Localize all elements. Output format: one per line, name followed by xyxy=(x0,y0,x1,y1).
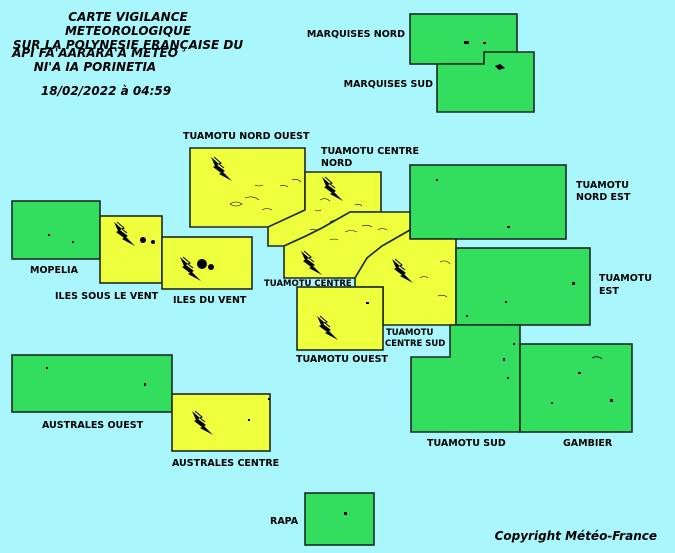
zone-tuamotu-sud[interactable] xyxy=(410,324,521,433)
zone-tuamotu-nord-ouest[interactable] xyxy=(189,147,306,228)
label-tuamotu-nord-est-2: NORD EST xyxy=(576,192,631,203)
zone-australes-centre[interactable] xyxy=(171,393,271,452)
label-tuamotu-nord-est-1: TUAMOTU xyxy=(576,180,629,191)
title-tahitian: API FA'AARARA'A METEO NI'A IA PORINETIA xyxy=(6,46,184,74)
title-french: CARTE VIGILANCE METEOROLOGIQUE SUR LA PO… xyxy=(6,10,250,52)
label-mopelia: MOPELIA xyxy=(30,265,79,276)
label-tuamotu-est-1: TUAMOTU xyxy=(599,273,652,284)
label-tuamotu-nord-ouest: TUAMOTU NORD OUEST xyxy=(183,131,310,142)
label-australes-ouest: AUSTRALES OUEST xyxy=(42,420,144,431)
label-rapa: RAPA xyxy=(270,516,299,527)
label-australes-centre: AUSTRALES CENTRE xyxy=(172,458,279,469)
label-tuamotu-centre-nord-1: TUAMOTU CENTRE xyxy=(321,146,419,157)
title-tahitian-line1: API FA'AARARA'A METEO xyxy=(12,46,178,60)
zone-tuamotu-ouest[interactable] xyxy=(296,286,384,351)
label-tuamotu-centre-nord-2: NORD xyxy=(321,158,352,169)
label-tuamotu-est-2: EST xyxy=(599,286,619,297)
title-french-line1: CARTE VIGILANCE METEOROLOGIQUE xyxy=(64,10,192,38)
label-gambier: GAMBIER xyxy=(563,438,613,449)
label-marquises-sud: MARQUISES SUD xyxy=(344,79,433,90)
bulletin-datetime: 18/02/2022 à 04:59 xyxy=(40,84,172,98)
zone-gambier[interactable] xyxy=(519,343,633,433)
zone-rapa[interactable] xyxy=(304,492,375,546)
zone-iles-du-vent[interactable] xyxy=(161,236,253,290)
label-iles-du-vent: ILES DU VENT xyxy=(173,295,247,306)
label-tuamotu-centre-sud-2: CENTRE SUD xyxy=(385,339,445,349)
copyright: Copyright Météo-France xyxy=(494,529,657,543)
zone-mopelia[interactable] xyxy=(11,200,101,260)
label-tuamotu-centre-sud-1: TUAMOTU xyxy=(386,328,433,338)
zone-marquises-sud[interactable] xyxy=(436,51,535,113)
zone-tuamotu-est[interactable] xyxy=(455,247,591,326)
label-tuamotu-centre: TUAMOTU CENTRE xyxy=(264,279,352,289)
zone-iles-sous-le-vent[interactable] xyxy=(99,215,163,284)
title-tahitian-line2: NI'A IA PORINETIA xyxy=(33,60,157,74)
zone-australes-ouest[interactable] xyxy=(11,354,173,413)
label-tuamotu-sud: TUAMOTU SUD xyxy=(427,438,506,449)
title-french-line2: SUR LA POLYNESIE FRANÇAISE DU xyxy=(12,38,244,52)
zone-tuamotu-nord-est[interactable] xyxy=(409,164,567,240)
label-iles-sous-le-vent: ILES SOUS LE VENT xyxy=(55,291,159,302)
label-marquises-nord: MARQUISES NORD xyxy=(307,29,405,40)
label-tuamotu-ouest: TUAMOTU OUEST xyxy=(296,354,388,365)
